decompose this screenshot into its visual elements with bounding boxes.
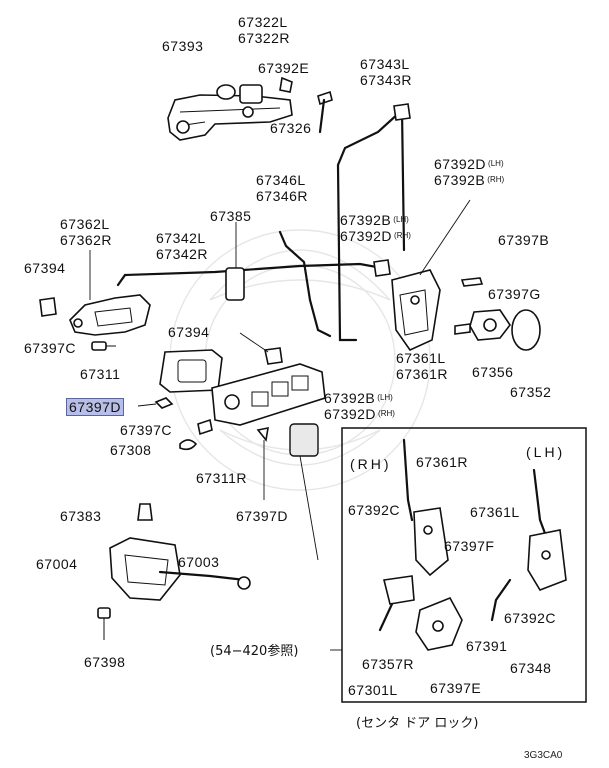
inset-latch-rh — [378, 438, 449, 632]
rod-67343 — [336, 110, 402, 342]
label-67392E: 67392E — [258, 60, 310, 76]
bolt-67398 — [97, 607, 111, 640]
shim-67352 — [511, 309, 541, 351]
bumper-67383 — [137, 503, 153, 521]
inset-caption: (センタ ドア ロック) — [356, 716, 479, 731]
label-67003: 67003 — [178, 554, 220, 570]
label-67326: 67326 — [270, 120, 312, 136]
label-67397C-mid: 67397C — [120, 422, 173, 438]
label-67392C-inset-right: 67392C — [504, 610, 557, 626]
grommet-67385 — [225, 267, 245, 301]
reference-note: (54−420参照) — [210, 644, 299, 659]
label-67397B: 67397B — [498, 232, 550, 248]
screw-67397C-left — [91, 341, 116, 351]
label-67311: 67311 — [80, 366, 121, 382]
label-67361L-top: 67361L — [396, 350, 446, 366]
label-67342R: 67342R — [156, 246, 209, 262]
label-67397D-highlighted: 67397D — [66, 398, 125, 416]
label-67352: 67352 — [510, 384, 552, 400]
label-67346L: 67346L — [256, 172, 306, 188]
screw-67397D-lower — [256, 426, 269, 442]
label-67357R: 67357R — [362, 656, 415, 672]
striker-67356 — [454, 309, 511, 341]
label-67397D: 67397D — [236, 508, 289, 524]
label-67301L: 67301L — [348, 682, 398, 698]
label-67397C-left: 67397C — [24, 340, 77, 356]
center-door-lock-inset-box — [341, 427, 587, 703]
label-67385: 67385 — [210, 208, 252, 224]
label-67383: 67383 — [60, 508, 102, 524]
rod-67342 — [116, 262, 384, 287]
label-67391: 67391 — [466, 638, 508, 654]
door-check-67004 — [109, 537, 181, 601]
label-67343L: 67343L — [360, 56, 410, 72]
panel-67311R — [211, 363, 326, 426]
rod-67346 — [278, 230, 332, 338]
bushing-67393 — [216, 84, 236, 100]
screw-67397D-highlighted — [137, 397, 174, 409]
label-67308: 67308 — [110, 442, 152, 458]
clip-67394-left — [39, 297, 57, 317]
lock-knob-67326 — [317, 90, 333, 106]
latch-67361-top — [391, 269, 441, 352]
label-67392C-inset-left: 67392C — [348, 502, 401, 518]
bracket-67362 — [69, 294, 151, 336]
label-67394-left: 67394 — [24, 260, 66, 276]
label-67004: 67004 — [36, 556, 78, 572]
label-67348: 67348 — [510, 660, 552, 676]
label-67392B-top: 67392B(RH) — [434, 172, 505, 188]
label-67392D-mid: 67392D(RH) — [340, 228, 411, 244]
label-67342L: 67342L — [156, 230, 206, 246]
label-67356: 67356 — [472, 364, 514, 380]
clip-67394-mid — [264, 347, 283, 365]
label-67322L: 67322L — [238, 14, 288, 30]
label-67393: 67393 — [162, 38, 204, 54]
cap — [289, 423, 319, 457]
label-67392D-top: 67392D(LH) — [434, 156, 504, 172]
inset-latch-lh — [490, 468, 567, 622]
label-67343R: 67343R — [360, 72, 413, 88]
label-67361L-inset: 67361L — [470, 504, 520, 520]
screw-67397C-mid — [197, 418, 213, 436]
outside-handle-67322 — [167, 84, 293, 141]
door-check-arm-67003 — [158, 570, 247, 582]
label-67392B-low: 67392B(LH) — [324, 390, 393, 406]
label-67322R: 67322R — [238, 30, 291, 46]
label-67361R-top: 67361R — [396, 366, 449, 382]
clip-67392E — [279, 76, 293, 93]
label-67392B-mid: 67392B(LH) — [340, 212, 409, 228]
label-67394-mid: 67394 — [168, 324, 210, 340]
label-67398: 67398 — [84, 654, 126, 670]
inset-label-rh: (RH) — [350, 456, 392, 472]
inset-label-lh: (LH) — [526, 444, 566, 460]
bezel-67311 — [159, 349, 223, 393]
inset-actuator-67357 — [415, 596, 463, 651]
diagram-code: 3G3CA0 — [524, 750, 563, 761]
bolt-67397B — [460, 277, 484, 287]
clip-67392B — [373, 259, 391, 277]
label-67397G: 67397G — [488, 286, 541, 302]
label-67362L: 67362L — [60, 216, 110, 232]
label-67397E: 67397E — [430, 680, 482, 696]
label-67346R: 67346R — [256, 188, 309, 204]
label-67392D-low: 67392D(RH) — [324, 406, 395, 422]
label-67362R: 67362R — [60, 232, 113, 248]
label-67397F: 67397F — [444, 538, 495, 554]
label-67361R-inset: 67361R — [416, 454, 469, 470]
label-67311R: 67311R — [196, 470, 248, 486]
clip-67308 — [179, 439, 198, 451]
